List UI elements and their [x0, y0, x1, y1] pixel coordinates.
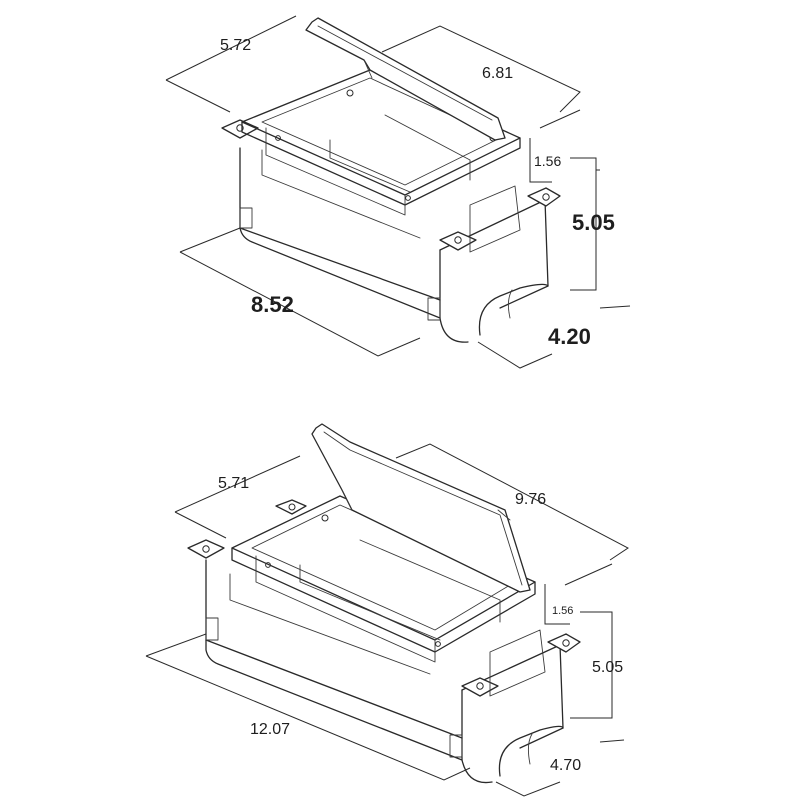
dim-small-top-length: 6.81 [482, 65, 513, 82]
large-box-lid [311, 423, 531, 593]
floor-box-large: 5.71 9.76 1.56 5.05 12.07 4.70 [145, 423, 629, 797]
dim-small-bottom-length: 8.52 [251, 292, 294, 317]
large-box-body [187, 499, 581, 784]
dim-large-lid-depth: 1.56 [552, 605, 573, 617]
dim-small-height: 5.05 [572, 210, 615, 235]
large-box-dimensions [145, 443, 629, 797]
dim-small-top-width: 5.72 [220, 37, 251, 54]
dim-small-lid-depth: 1.56 [534, 153, 561, 169]
dim-large-top-width: 5.71 [218, 475, 249, 492]
small-box-top-frame [241, 69, 521, 216]
dim-large-bottom-width: 4.70 [550, 757, 581, 774]
dim-large-height: 5.05 [592, 659, 623, 676]
small-box-body [221, 119, 561, 343]
small-box-lid [305, 17, 506, 141]
dim-small-bottom-width: 4.20 [548, 324, 591, 349]
dim-large-top-length: 9.76 [515, 491, 546, 508]
floor-box-small: 5.72 6.81 1.56 5.05 8.52 4.20 [165, 15, 631, 369]
dim-large-bottom-length: 12.07 [250, 721, 290, 738]
small-box-dimensions [165, 15, 631, 369]
large-box-top-frame [231, 495, 536, 663]
